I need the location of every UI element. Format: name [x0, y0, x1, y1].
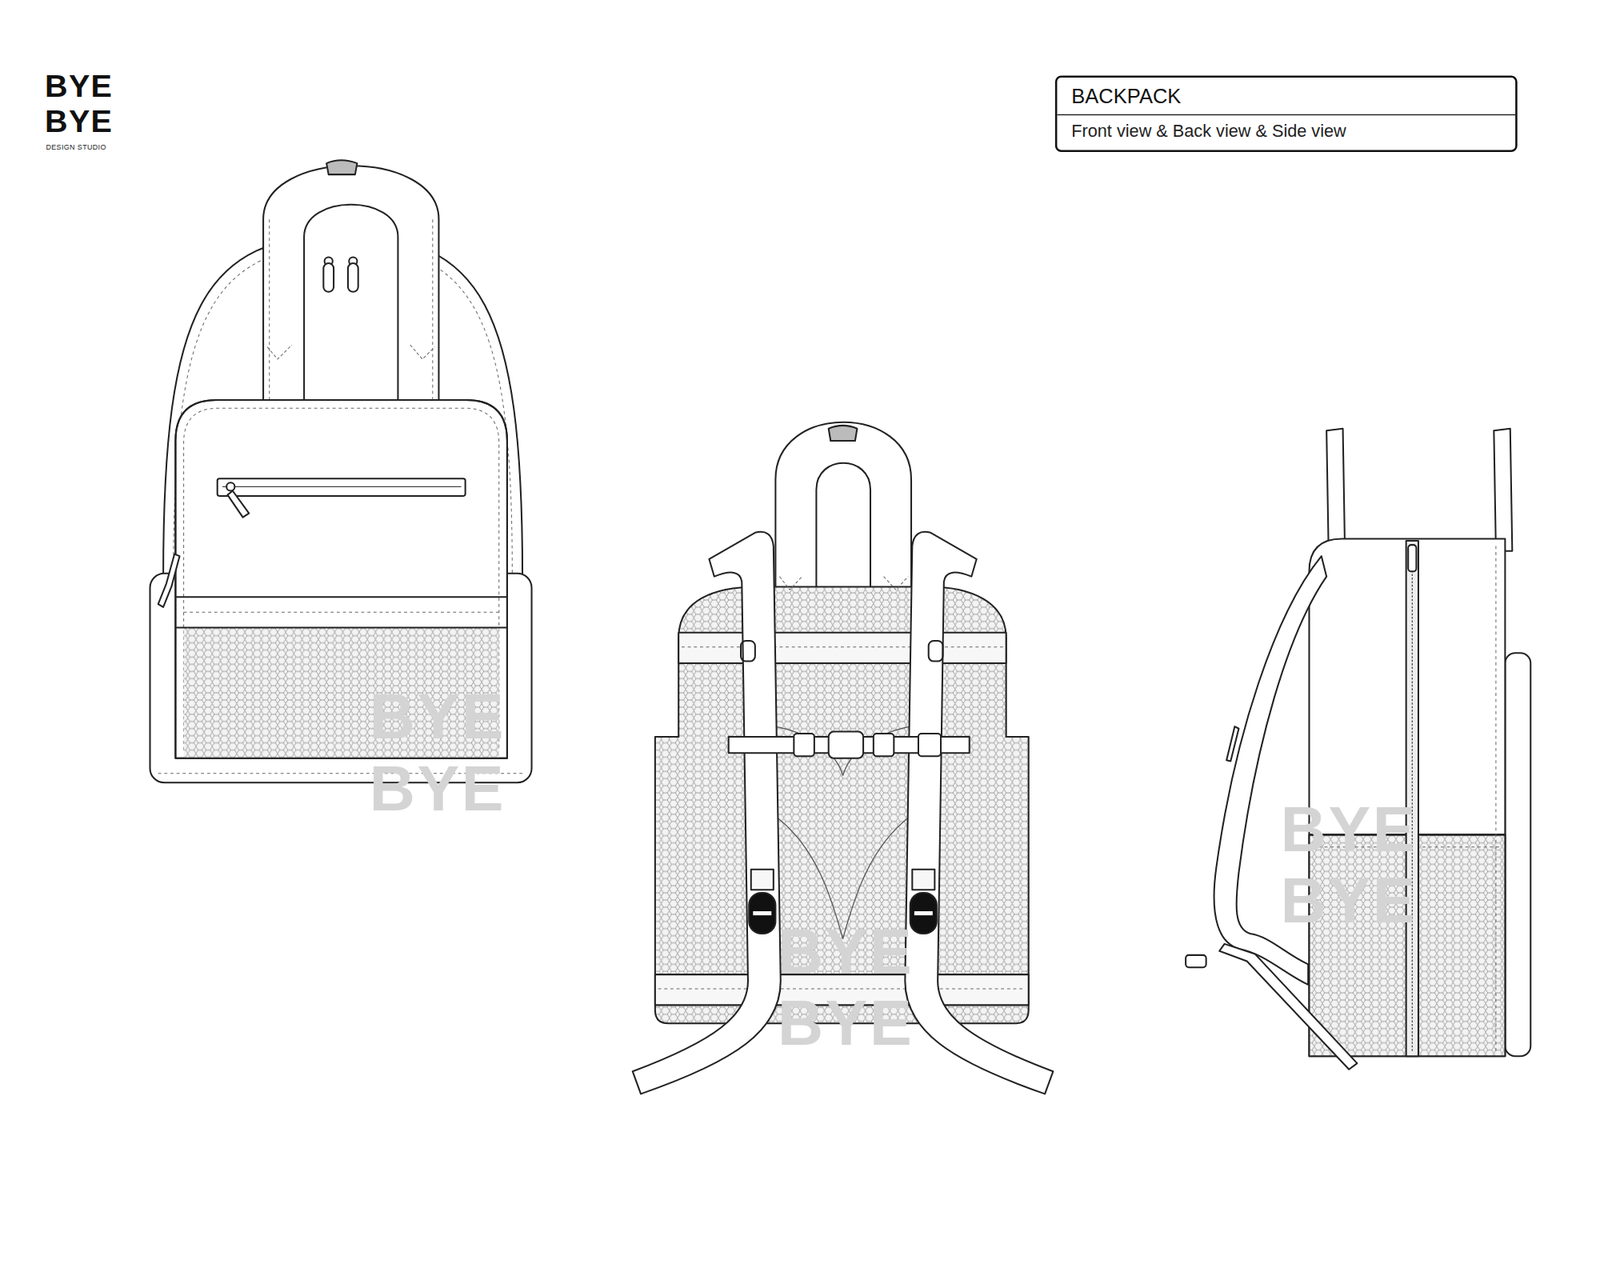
- brand-subtitle: DESIGN STUDIO: [45, 144, 106, 152]
- brand-logo: BYE BYE: [44, 69, 127, 140]
- title-subheading: Front view & Back view & Side view: [1056, 115, 1516, 150]
- watermark: BYE BYE: [777, 916, 931, 1060]
- title-heading: BACKPACK: [1056, 77, 1516, 116]
- watermark: BYE BYE: [1280, 793, 1434, 937]
- watermark: BYE BYE: [369, 681, 523, 825]
- title-block: BACKPACKFront view & Back view & Side vi…: [1055, 75, 1518, 152]
